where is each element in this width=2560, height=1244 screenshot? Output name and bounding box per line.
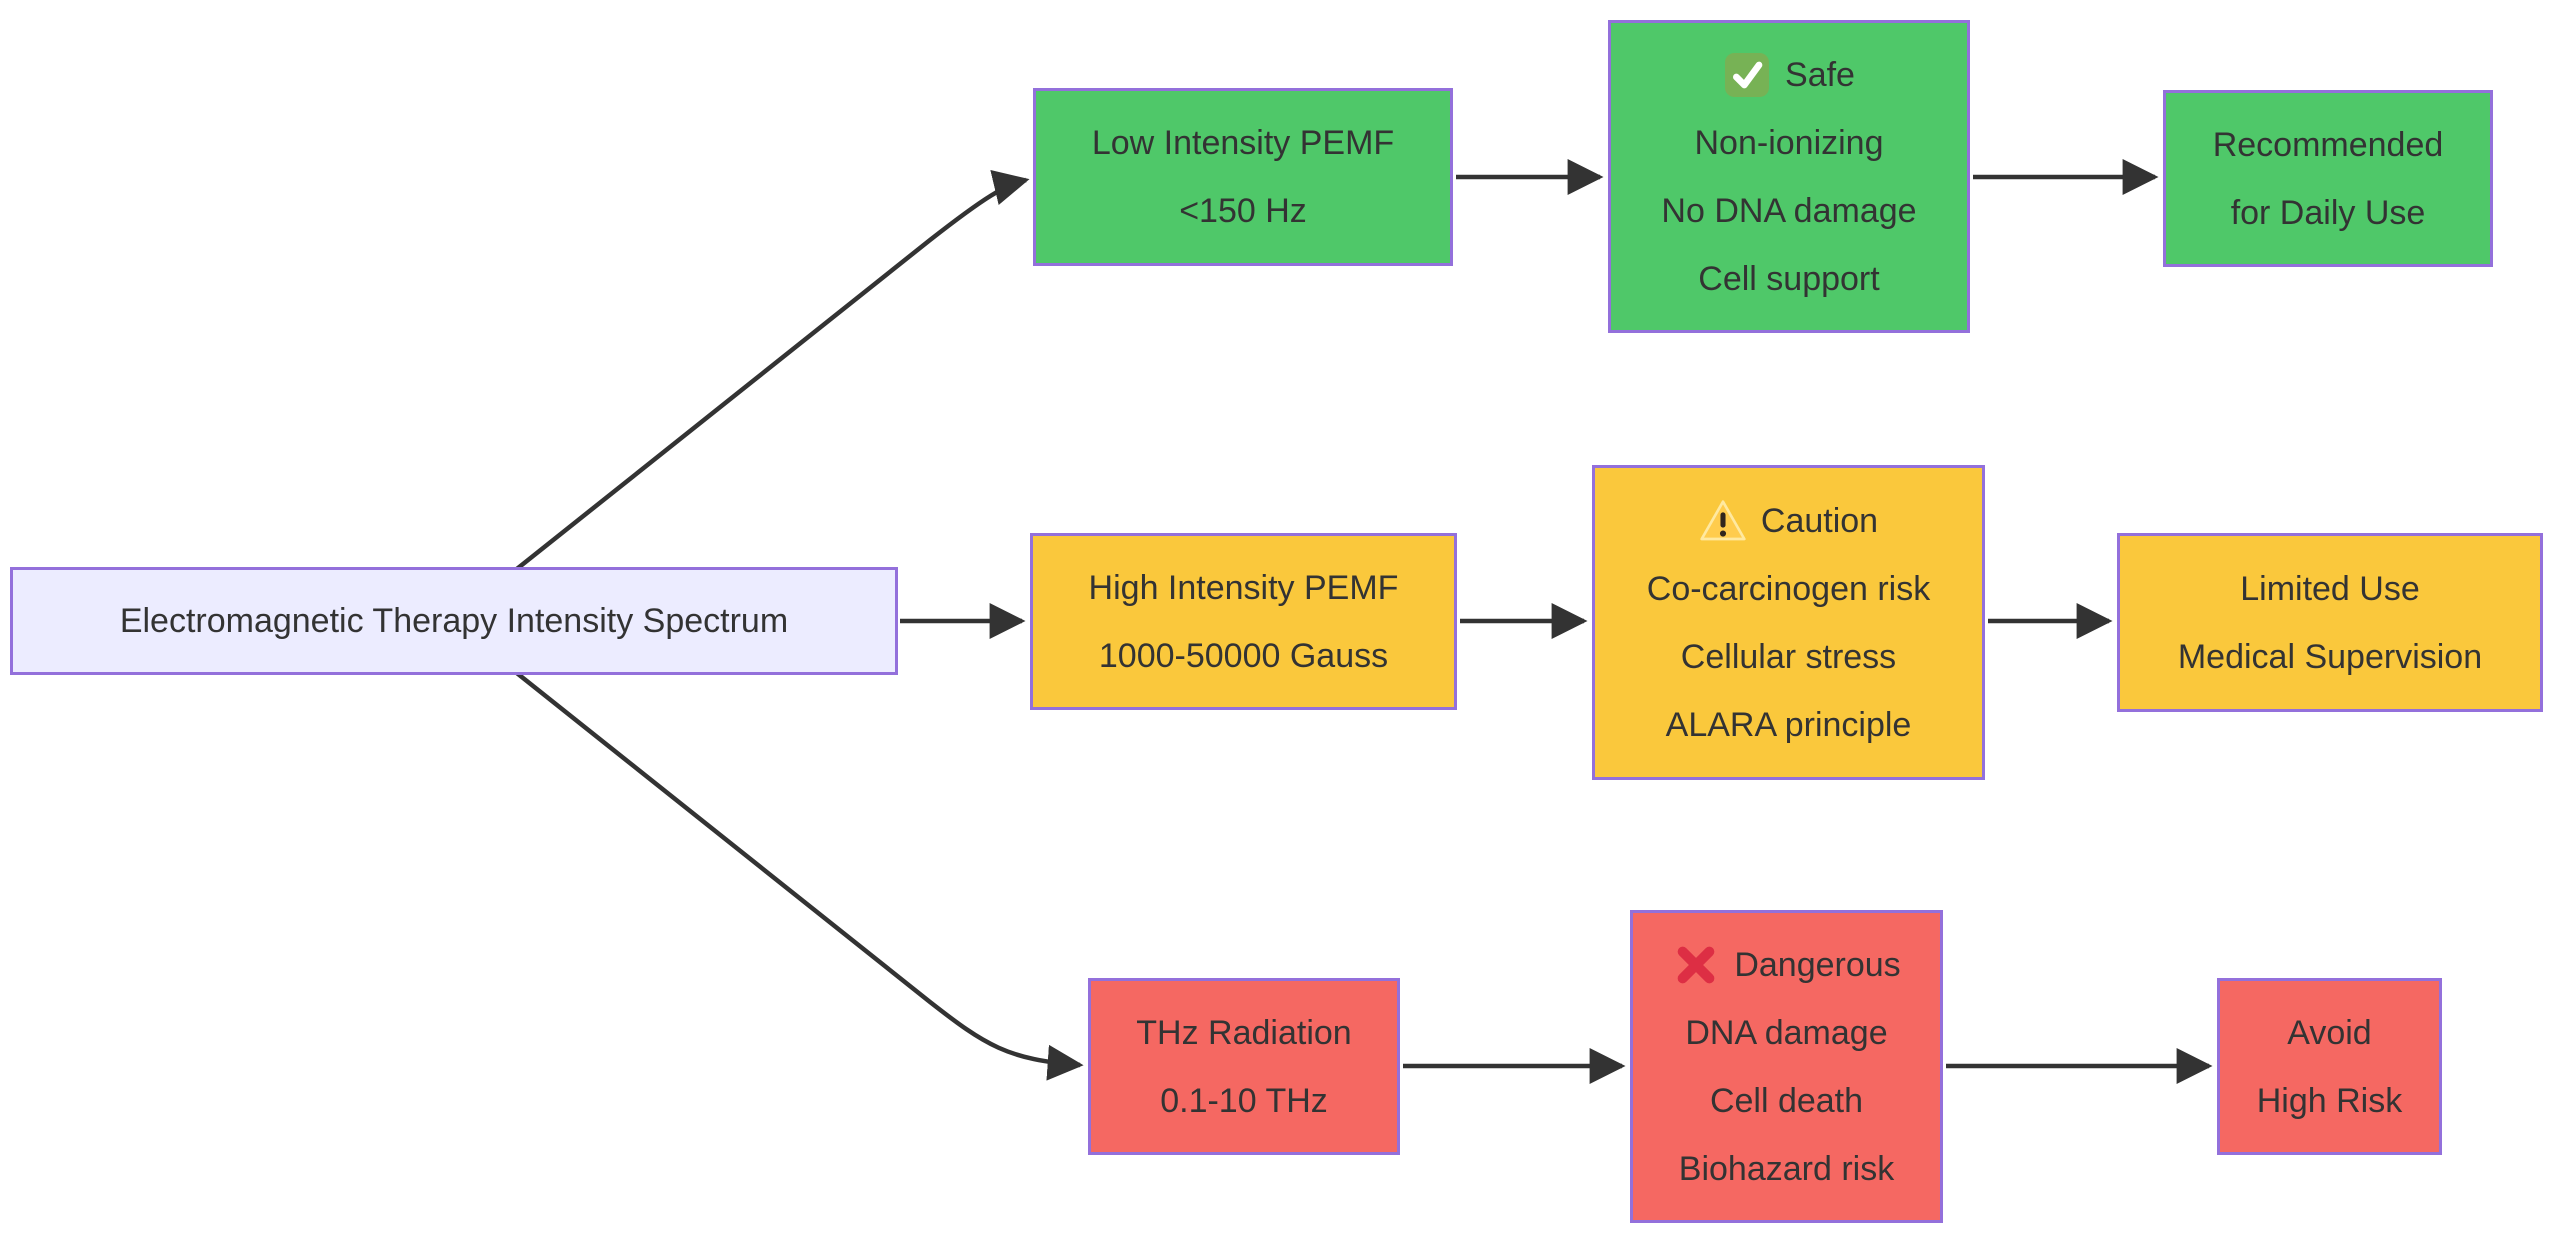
node-line: Cell support	[1698, 259, 1880, 298]
node-line: 1000-50000 Gauss	[1098, 636, 1389, 675]
node-title-line: Safe	[1723, 41, 1855, 109]
node-title: Dangerous	[1734, 945, 1901, 984]
node-line: ALARA principle	[1665, 705, 1912, 744]
node-title: Safe	[1785, 55, 1855, 94]
node-line: High Risk	[2256, 1081, 2403, 1120]
node-safe-assessment: Safe Non-ionizing No DNA damage Cell sup…	[1608, 20, 1970, 333]
node-recommended-daily-use: Recommended for Daily Use	[2163, 90, 2493, 267]
node-line: High Intensity PEMF	[1088, 568, 1399, 607]
node-line: 0.1-10 THz	[1160, 1081, 1328, 1120]
node-line: Biohazard risk	[1678, 1149, 1895, 1188]
warning-icon	[1700, 499, 1746, 540]
node-line: Co-carcinogen risk	[1646, 569, 1931, 608]
node-line: DNA damage	[1685, 1013, 1888, 1052]
node-line: Limited Use	[2240, 569, 2420, 608]
edge-root-to-thz	[511, 668, 1084, 1081]
node-line: Medical Supervision	[2177, 637, 2483, 676]
check-icon	[1725, 52, 1770, 97]
node-line: Recommended	[2212, 125, 2444, 164]
node-title: Caution	[1760, 501, 1879, 540]
node-line: No DNA damage	[1661, 191, 1917, 230]
node-limited-use: Limited Use Medical Supervision	[2117, 533, 2543, 712]
node-root: Electromagnetic Therapy Intensity Spectr…	[10, 567, 898, 675]
edge-root-to-low-intensity	[511, 170, 1030, 574]
node-line: THz Radiation	[1136, 1013, 1352, 1052]
node-caution-assessment: Caution Co-carcinogen risk Cellular stre…	[1592, 465, 1985, 780]
node-title-line: Dangerous	[1672, 931, 1901, 999]
root-label: Electromagnetic Therapy Intensity Spectr…	[119, 602, 789, 640]
node-low-intensity-pemf: Low Intensity PEMF <150 Hz	[1033, 88, 1453, 266]
node-high-intensity-pemf: High Intensity PEMF 1000-50000 Gauss	[1030, 533, 1457, 710]
node-dangerous-assessment: Dangerous DNA damage Cell death Biohazar…	[1630, 910, 1943, 1223]
node-avoid-high-risk: Avoid High Risk	[2217, 978, 2442, 1155]
node-line: <150 Hz	[1179, 192, 1307, 230]
node-line: Cellular stress	[1680, 637, 1897, 676]
edge-group	[511, 159, 2213, 1084]
cross-icon	[1677, 946, 1715, 983]
node-line: Cell death	[1709, 1081, 1864, 1120]
node-line: Non-ionizing	[1694, 123, 1884, 162]
node-line: Low Intensity PEMF	[1091, 124, 1395, 162]
node-title-line: Caution	[1699, 487, 1878, 555]
node-line: for Daily Use	[2230, 193, 2426, 232]
node-thz-radiation: THz Radiation 0.1-10 THz	[1088, 978, 1400, 1155]
node-line: Avoid	[2287, 1013, 2372, 1052]
